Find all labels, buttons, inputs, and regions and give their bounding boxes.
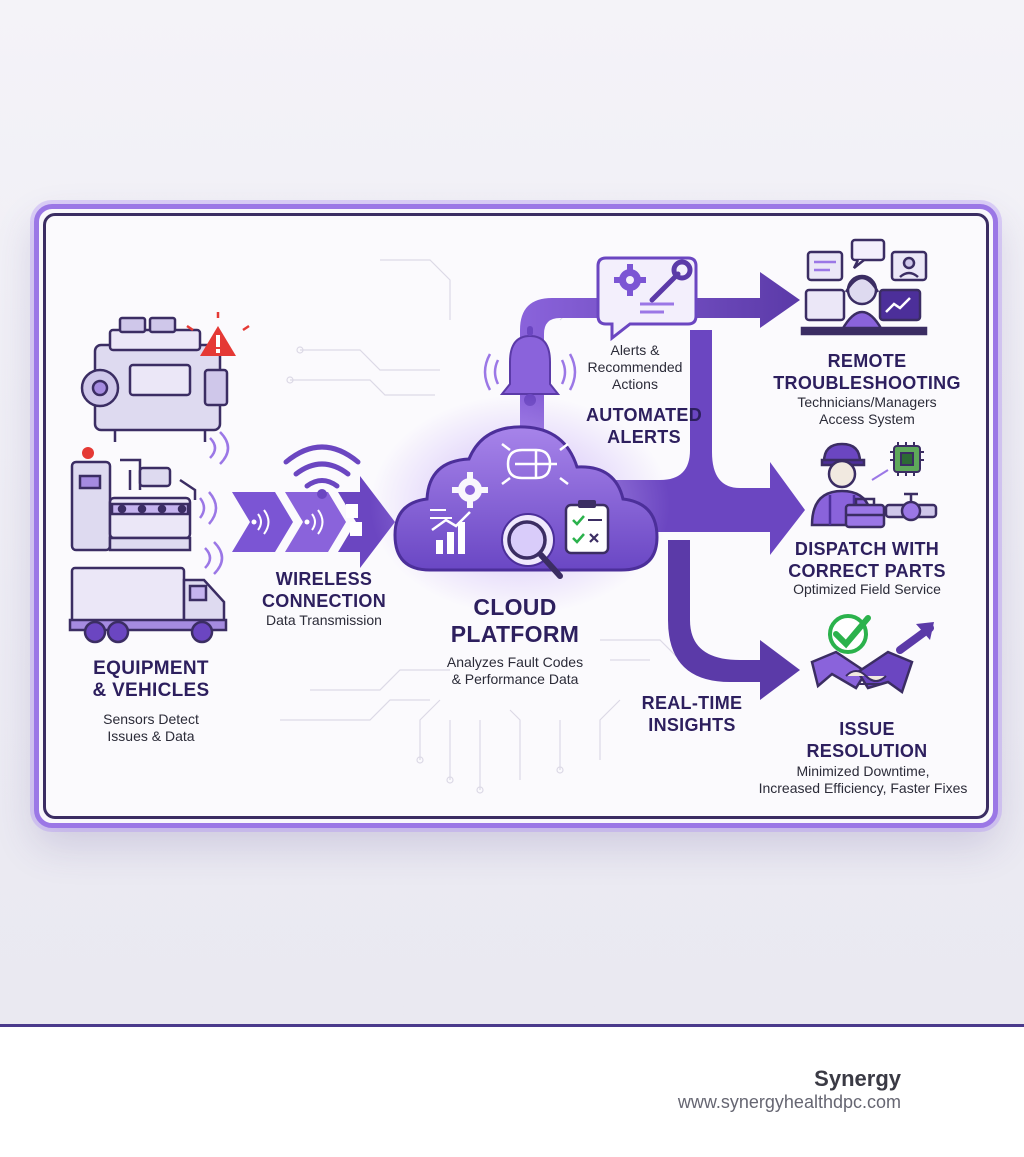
signal-waves-truck [204, 541, 224, 575]
remote-troubleshooting-title: REMOTE TROUBLESHOOTING [773, 351, 961, 393]
issue-resolution-subtitle: Minimized Downtime, Increased Efficiency… [758, 763, 968, 796]
magnifier-icon [507, 520, 563, 579]
remote-troubleshooting-subtitle: Technicians/Managers Access System [797, 394, 937, 427]
checklist-icon [564, 500, 610, 555]
toolbox-icon [844, 497, 886, 529]
footer-brand: Synergy [814, 1066, 901, 1091]
truck-icon [68, 566, 228, 644]
bell-icon [483, 326, 577, 406]
dispatch-title: DISPATCH WITH CORRECT PARTS [788, 539, 946, 581]
dispatch-subtitle: Optimized Field Service [793, 581, 941, 597]
wireless-title: WIRELESS CONNECTION [262, 569, 386, 611]
cloud-icon [370, 395, 670, 615]
chat-bubble-icon [596, 256, 698, 342]
chip-icon [871, 442, 924, 481]
realtime-insights-title: REAL-TIME INSIGHTS [641, 693, 743, 735]
gear-icon [614, 264, 646, 296]
signal-waves-engine [209, 431, 230, 465]
engine-icon [80, 316, 229, 442]
footer-bar [0, 1024, 1024, 1157]
chart-icon [430, 509, 471, 554]
wifi-icon [283, 444, 361, 489]
valve-icon [884, 492, 938, 522]
wireless-subtitle: Data Transmission [266, 612, 382, 628]
signal-waves-machine [198, 491, 218, 525]
warning-icon [186, 312, 250, 356]
issue-resolution-title: ISSUE RESOLUTION [806, 719, 928, 761]
handshake-icon [810, 622, 934, 695]
cloud-subtitle: Analyzes Fault Codes & Performance Data [446, 654, 584, 687]
cloud-gear-icon [452, 472, 488, 508]
cloud-title: CLOUD PLATFORM [450, 594, 580, 647]
technician-computer-icon [800, 238, 928, 336]
equipment-title: EQUIPMENT & VEHICLES [92, 658, 210, 701]
wireless-arrow [232, 476, 395, 568]
alerts-bubble-label: Alerts & Recommended Actions [587, 342, 683, 392]
footer-url[interactable]: www.synergyhealthdpc.com [677, 1092, 901, 1112]
wrench-icon [649, 259, 693, 303]
equipment-subtitle: Sensors Detect Issues & Data [103, 711, 199, 744]
beacon-icon [82, 447, 94, 459]
checkmark-icon [828, 614, 871, 654]
machine-icon [70, 458, 197, 552]
brain-icon [501, 443, 569, 485]
automated-alerts-title: AUTOMATED ALERTS [585, 405, 703, 447]
